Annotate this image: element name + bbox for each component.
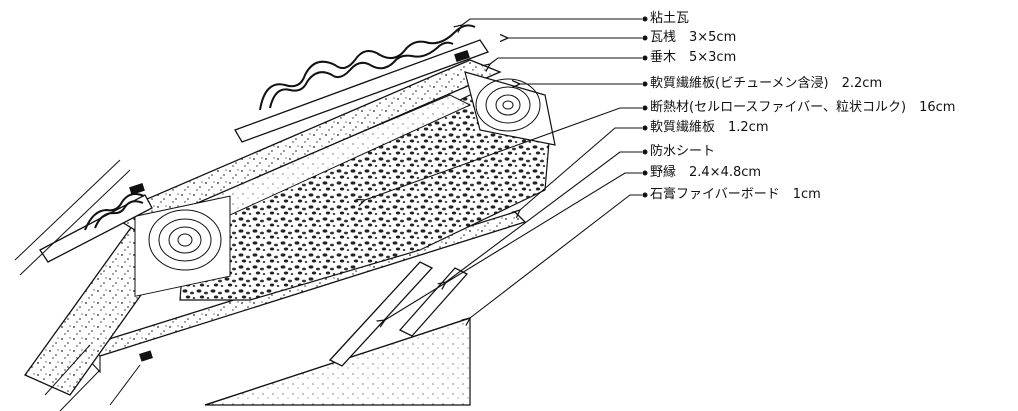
leader-dots	[642, 16, 648, 198]
leader-membrane	[446, 151, 642, 282]
leader-counter-batten	[490, 57, 642, 64]
label-lower-fiberboard: 軟質繊維板 1.2cm	[650, 120, 769, 135]
label-upper-fiberboard: 軟質繊維板(ビチューメン含浸) 2.2cm	[650, 76, 883, 91]
leader-furring	[385, 172, 642, 320]
label-furring: 野縁 2.4×4.8cm	[650, 165, 762, 180]
upper-fiberboard	[108, 59, 502, 231]
leader-lower-fiberboard	[520, 127, 642, 210]
leader-clay-tile	[462, 18, 642, 25]
leader-lines	[365, 18, 642, 320]
counter-battens	[39, 39, 489, 263]
rafter-end-grain-left	[134, 195, 231, 297]
label-insulation: 断熱材(セルロースファイバー、粒状コルク) 16cm	[650, 100, 956, 115]
rafter-end-grain-right	[464, 71, 556, 146]
label-gypsum-board: 石膏ファイバーボード 1cm	[650, 187, 821, 202]
leader-gypsum-board	[470, 194, 642, 318]
label-clay-tile: 粘土瓦	[650, 11, 690, 26]
label-counter-batten: 垂木 5×3cm	[650, 50, 737, 65]
leader-insulation	[365, 107, 642, 200]
label-tile-batten: 瓦桟 3×5cm	[650, 30, 737, 45]
tile-battens	[129, 50, 470, 362]
label-membrane: 防水シート	[650, 144, 716, 159]
roof-hatching	[14, 159, 141, 411]
